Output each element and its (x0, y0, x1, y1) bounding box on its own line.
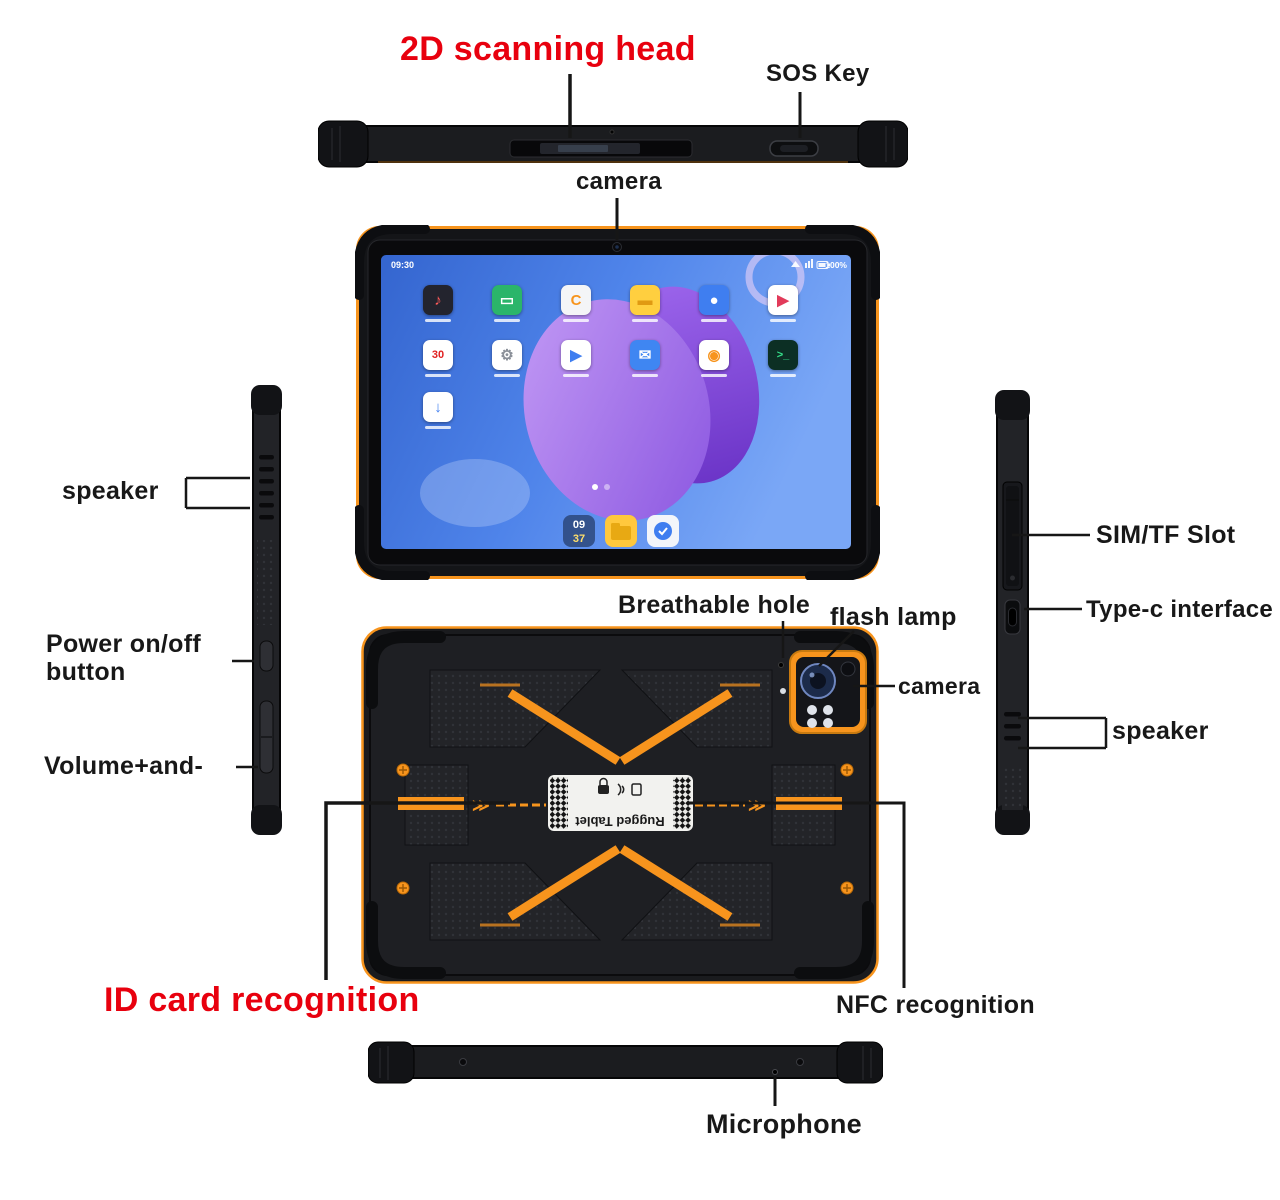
status-battery: 100% (825, 260, 847, 270)
label-speaker-left: speaker (62, 477, 159, 505)
dock-clock-hour: 09 (573, 519, 585, 531)
bottom-edge-illustration (368, 1041, 883, 1084)
dock-clock-min: 37 (573, 533, 585, 545)
back-view: ≫ ≫ Rugged Tablet (360, 625, 880, 985)
app-icon-camera-app: ◉ (699, 340, 729, 377)
front-view: 09:30 100% 09 37 (355, 225, 880, 580)
front-illustration: 09:30 100% 09 37 (355, 225, 880, 580)
label-microphone: Microphone (706, 1109, 862, 1139)
wallpaper-glow (420, 459, 530, 527)
side-texture (257, 540, 276, 625)
left-side-view (248, 385, 286, 835)
app-icon-calculator: C (561, 285, 591, 322)
bottom-edge-view (368, 1040, 883, 1085)
bumper-bottom (995, 805, 1030, 835)
bumper-top (995, 390, 1030, 420)
back-orange-band-right (776, 797, 842, 810)
top-mic-hole (609, 129, 615, 135)
app-icon-settings: ⚙ (492, 340, 522, 377)
label-breathable-hole: Breathable hole (618, 591, 811, 619)
app-icon-media-center: ▶ (561, 340, 591, 377)
power-button (259, 640, 274, 672)
right-side-illustration (995, 390, 1030, 835)
bumper-ribs (379, 1046, 872, 1080)
dock-clock-tile (563, 515, 595, 547)
sim-tf-slot-cover (1002, 481, 1023, 591)
plate-icons (598, 777, 642, 796)
label-volume: Volume+and- (44, 752, 204, 780)
front-camera-lens (615, 245, 619, 249)
app-icon-screen-projection: ▭ (492, 285, 522, 322)
page-dot-active (592, 484, 598, 490)
app-icon-terminal: >_ (768, 340, 798, 377)
label-type-c: Type-c interface (1086, 596, 1274, 623)
left-speaker-grille (259, 455, 274, 520)
flash-lamp-dot (780, 688, 786, 694)
app-icon-downloads: ↓ (423, 392, 453, 429)
label-camera-rear: camera (898, 673, 981, 699)
right-side-view (990, 390, 1035, 835)
sos-button (769, 140, 819, 157)
scanner-window (509, 139, 693, 158)
app-icon-files: ▬ (630, 285, 660, 322)
bumper-top (251, 385, 282, 415)
label-id-card: ID card recognition (104, 981, 420, 1019)
label-2d-scanning-head: 2D scanning head (400, 30, 696, 68)
app-grid: ♪ ▭ C ▬ ● ▶ 30 ⚙ ▶ ✉ ◉ >_ ↓ (381, 255, 851, 549)
right-speaker-grille (1004, 712, 1021, 741)
left-side-illustration (251, 385, 282, 835)
app-icon-mail: ✉ (630, 340, 660, 377)
label-sos-key: SOS Key (766, 60, 870, 87)
bottom-screw-left (459, 1058, 467, 1066)
app-icon-app-store: ● (699, 285, 729, 322)
type-c-port (1004, 599, 1021, 635)
top-edge-view (318, 118, 908, 170)
top-edge-illustration (318, 120, 908, 168)
status-icons (791, 259, 830, 269)
side-texture (1002, 768, 1023, 810)
rear-camera-module (789, 650, 867, 734)
app-icon-voice-memos: ♪ (423, 285, 453, 322)
back-orange-dashes (480, 683, 760, 927)
line-speaker-left (184, 476, 250, 510)
app-icon-gallery: ▶ (768, 285, 798, 322)
label-speaker-right: speaker (1112, 717, 1209, 745)
plate-brand-text: Rugged Tablet (575, 814, 665, 829)
svg-text:≫: ≫ (472, 796, 490, 815)
bumper-ribs (331, 126, 895, 162)
breathable-hole (778, 662, 784, 668)
app-icon-calendar: 30 (423, 340, 453, 377)
front-corner-bumpers (355, 225, 880, 580)
label-camera-front: camera (576, 168, 662, 195)
label-power-button: Power on/off button (46, 630, 201, 686)
bumper-bottom (251, 805, 282, 835)
rear-camera-lens-small (840, 661, 856, 677)
microphone-hole (772, 1069, 778, 1075)
svg-text:≫: ≫ (748, 796, 766, 815)
flash-led-array (807, 705, 833, 728)
page-dot (604, 484, 610, 490)
screen: 09:30 100% 09 37 (381, 255, 851, 549)
label-nfc: NFC recognition (836, 991, 1035, 1019)
back-label-plate: Rugged Tablet (548, 775, 693, 831)
dock: 09 37 (563, 515, 679, 547)
label-flash-lamp: flash lamp (830, 603, 957, 631)
back-illustration: ≫ ≫ Rugged Tablet (361, 626, 879, 984)
back-orange-ribbons (507, 689, 733, 921)
back-orange-band-left (398, 797, 464, 810)
bottom-screw-right (796, 1058, 804, 1066)
label-sim-tf-slot: SIM/TF Slot (1096, 521, 1236, 549)
status-time: 09:30 (391, 260, 414, 270)
